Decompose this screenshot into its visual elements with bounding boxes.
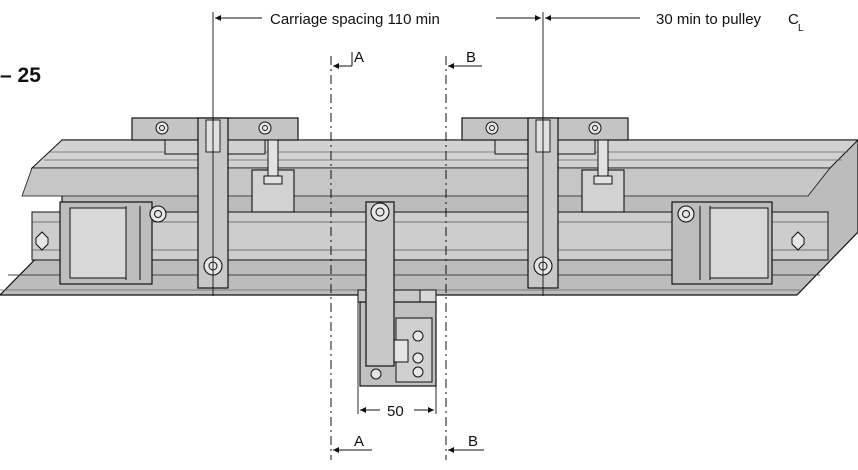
section-label-bottom-right: B (468, 433, 478, 450)
centerline-symbol: C (788, 11, 799, 28)
section-label-top-left: A (354, 49, 364, 66)
left-end-cap (35, 201, 167, 285)
pulley-offset-label: 30 min to pulley (656, 11, 762, 28)
bracket-width-label: 50 (387, 403, 404, 420)
section-label-bottom-left: A (354, 433, 364, 450)
page-label: – 25 (0, 64, 41, 87)
section-label-top-right: B (466, 49, 476, 66)
center-bracket (357, 201, 437, 387)
dimension-lines (215, 15, 640, 453)
right-end-cap (671, 201, 805, 285)
construction-lines (212, 12, 544, 460)
carriage-spacing-label: Carriage spacing 110 min (270, 11, 440, 28)
centerline-subscript: L (798, 23, 804, 34)
